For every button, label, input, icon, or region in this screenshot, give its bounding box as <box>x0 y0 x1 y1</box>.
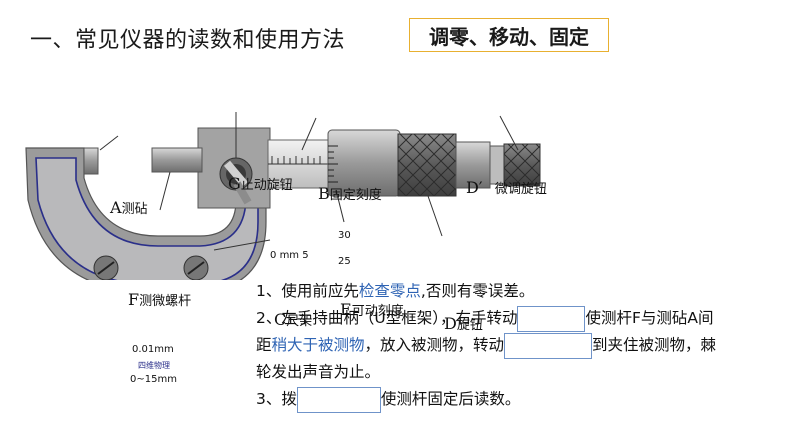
label-fixed-scale: B固定刻度 <box>318 184 382 203</box>
frame-brand: 四维物理 <box>138 361 170 370</box>
scale-30: 30 <box>338 230 351 241</box>
step-1: 1、使用前应先检查零点,否则有零误差。 <box>256 282 535 300</box>
label-anvil: A测砧 <box>110 198 148 217</box>
label-spindle: F测微螺杆 <box>128 290 192 309</box>
scale-25: 25 <box>338 256 351 267</box>
usage-steps: 1、使用前应先检查零点,否则有零误差。 2、左手持曲柄（U型框架），右手转动使测… <box>256 278 786 413</box>
label-fine-knob: D′ 微调旋钮 <box>466 178 547 197</box>
step-2-line-3: 轮发出声音为止。 <box>256 363 381 381</box>
highlight-slightly-larger: 稍大于被测物 <box>271 336 365 354</box>
label-thimble-scale: E可动刻度 <box>340 300 404 319</box>
scale-zero: 0 mm 5 <box>270 250 309 261</box>
page-title: 一、常见仪器的读数和使用方法 <box>30 28 346 53</box>
answer-blank-2[interactable] <box>504 332 593 359</box>
frame-precision: 0.01mm <box>132 344 174 355</box>
summary-badge: 调零、移动、固定 <box>409 18 609 52</box>
step-2-line-1: 2、左手持曲柄（U型框架），右手转动使测杆F与测砧A间 <box>256 305 786 332</box>
highlight-check-zero: 检查零点 <box>358 282 421 300</box>
label-frame: C尺架 <box>274 310 313 329</box>
answer-blank-1[interactable] <box>517 305 586 332</box>
answer-blank-3[interactable] <box>296 386 381 413</box>
label-knob: D旋钮 <box>444 314 483 333</box>
micrometer-illustration <box>25 112 541 280</box>
step-2-line-2: 距稍大于被测物，放入被测物，转动到夹住被测物，棘 <box>256 332 786 359</box>
frame-range: 0~15mm <box>130 374 177 385</box>
label-lock-knob: G止动旋钮 <box>228 174 293 193</box>
step-3: 3、拨使测杆固定后读数。 <box>256 386 786 413</box>
